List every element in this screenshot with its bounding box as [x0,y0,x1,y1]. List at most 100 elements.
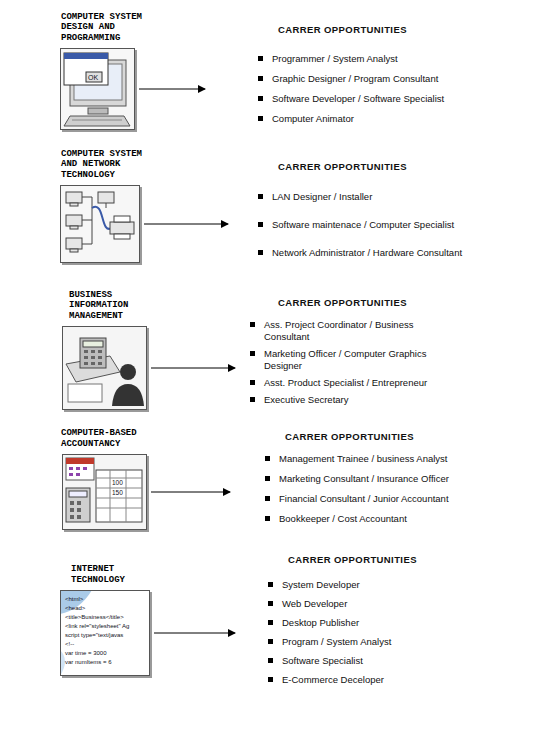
career-text: Web Developer [282,598,522,610]
career-item: LAN Designer / Installer [228,191,524,203]
arrow-connector [139,89,205,90]
career-item: Program / System Analyst [235,636,524,648]
icon-label: 150 [112,490,123,497]
career-item: Asst. Product Specialist / Entrepreneur [235,377,451,389]
career-text: Software Developer / Software Specialist [272,93,512,105]
icon-label: script type="text/javas [65,632,123,638]
program-heading: INTERNET TECHNOLOGY [71,564,171,585]
arrow-connector [154,633,235,634]
bullet-square [265,476,270,481]
career-item: Marketing Consultant / Insurance Officer [230,473,521,485]
bullet-square [258,56,263,61]
program-heading: COMPUTER SYSTEM DESIGN AND PROGRAMMING [61,12,161,44]
program-icon-box: INTERNET TECHNOLOGY<html><head><title>Bu… [60,590,150,676]
code-illustration [60,590,150,676]
career-item: Software maintenace / Computer Specialis… [228,219,524,231]
bullet-square [258,194,263,199]
career-text: Programmer / System Analyst [272,53,512,65]
icon-label: var time = 3000 [65,650,107,656]
bullet-square [265,496,270,501]
program-icon-box: COMPUTER-BASED ACCOUNTANCY100150 [62,454,147,530]
bullet-square [258,96,263,101]
career-text: System Developer [282,579,522,591]
career-item: Software Developer / Software Specialist [205,93,514,105]
career-heading: CARRER OPPORTUNITIES [230,431,521,443]
bullet-square [265,516,270,521]
career-item: Programmer / System Analyst [205,53,514,65]
career-text: Graphic Designer / Program Consultant [272,73,512,85]
career-list: CARRER OPPORTUNITIES Management Trainee /… [230,431,521,525]
program-icon-box: BUSINESS INFORMATION MANAGEMENT [62,326,147,410]
career-item: Bookkeeper / Cost Accountant [230,513,521,525]
icon-label: var numItems = 6 [65,659,112,665]
bullet-square [265,456,270,461]
career-item: Management Trainee / business Analyst [230,453,521,465]
program-heading: BUSINESS INFORMATION MANAGEMENT [69,290,159,322]
accountancy-illustration [62,454,147,530]
network-illustration [60,185,140,263]
career-text: Desktop Publisher [282,617,522,629]
bullet-square [268,658,273,663]
career-text: Marketing Consultant / Insurance Officer [279,473,519,485]
career-item: Network Administrator / Hardware Consult… [228,247,524,259]
program-heading: COMPUTER-BASED ACCOUNTANCY [61,428,161,449]
career-text: Asst. Product Specialist / Entrepreneur [264,377,449,389]
career-item: System Developer [235,579,524,591]
career-text: Software maintenace / Computer Specialis… [272,219,522,231]
career-text: Program / System Analyst [282,636,522,648]
bullet-square [250,397,255,402]
career-text: Software Specialist [282,655,522,667]
career-item: Web Developer [235,598,524,610]
bullet-square [258,116,263,121]
career-text: E-Commerce Deceloper [282,674,522,686]
career-text: Bookkeeper / Cost Accountant [279,513,519,525]
bullet-square [258,250,263,255]
career-text: Network Administrator / Hardware Consult… [272,247,522,259]
career-item: Executive Secretary [235,394,451,406]
career-item: Financial Consultant / Junior Accountant [230,493,521,505]
bullet-square [268,601,273,606]
icon-label: <!-- [65,641,74,647]
career-heading: CARRER OPPORTUNITIES [235,297,451,309]
career-heading: CARRER OPPORTUNITIES [235,554,524,566]
program-heading: COMPUTER SYSTEM AND NETWORK TECHNOLOGY [61,149,161,181]
icon-label: <head> [65,605,85,611]
career-item: Marketing Officer / Computer Graphics De… [235,348,451,372]
program-icon-box: COMPUTER SYSTEM AND NETWORK TECHNOLOGY [60,185,140,263]
bullet-square [250,322,255,327]
arrow-connector [151,492,230,493]
icon-label: OK [88,74,98,81]
bullet-square [268,639,273,644]
bullet-square [268,582,273,587]
career-heading: CARRER OPPORTUNITIES [228,161,524,173]
bullet-square [250,351,255,356]
bullet-square [258,222,263,227]
icon-label: <html> [65,596,83,602]
career-list: CARRER OPPORTUNITIES Ass. Project Coordin… [235,297,451,406]
career-text: Financial Consultant / Junior Accountant [279,493,519,505]
career-item: Ass. Project Coordinator / Business Cons… [235,319,451,343]
icon-label: <link rel="stylesheet" Ag [65,623,129,629]
bullet-square [258,76,263,81]
career-text: Executive Secretary [264,394,449,406]
career-heading: CARRER OPPORTUNITIES [205,24,514,36]
career-text: Marketing Officer / Computer Graphics De… [264,348,449,372]
bullet-square [268,677,273,682]
career-item: Graphic Designer / Program Consultant [205,73,514,85]
computer-illustration [60,48,135,130]
program-icon-box: COMPUTER SYSTEM DESIGN AND PROGRAMMINGOK [60,48,135,130]
icon-label: <title>Business</title> [65,614,124,620]
bullet-square [268,620,273,625]
arrow-connector [144,224,228,225]
career-text: LAN Designer / Installer [272,191,522,203]
bullet-square [250,380,255,385]
career-item: Computer Animator [205,113,514,125]
career-text: Management Trainee / business Analyst [279,453,519,465]
career-text: Computer Animator [272,113,512,125]
business-illustration [62,326,147,410]
career-list: CARRER OPPORTUNITIES System DeveloperWeb … [235,554,524,686]
icon-label: 100 [112,480,123,487]
career-item: Desktop Publisher [235,617,524,629]
arrow-connector [151,368,235,369]
career-list: CARRER OPPORTUNITIES Programmer / System … [205,24,514,125]
